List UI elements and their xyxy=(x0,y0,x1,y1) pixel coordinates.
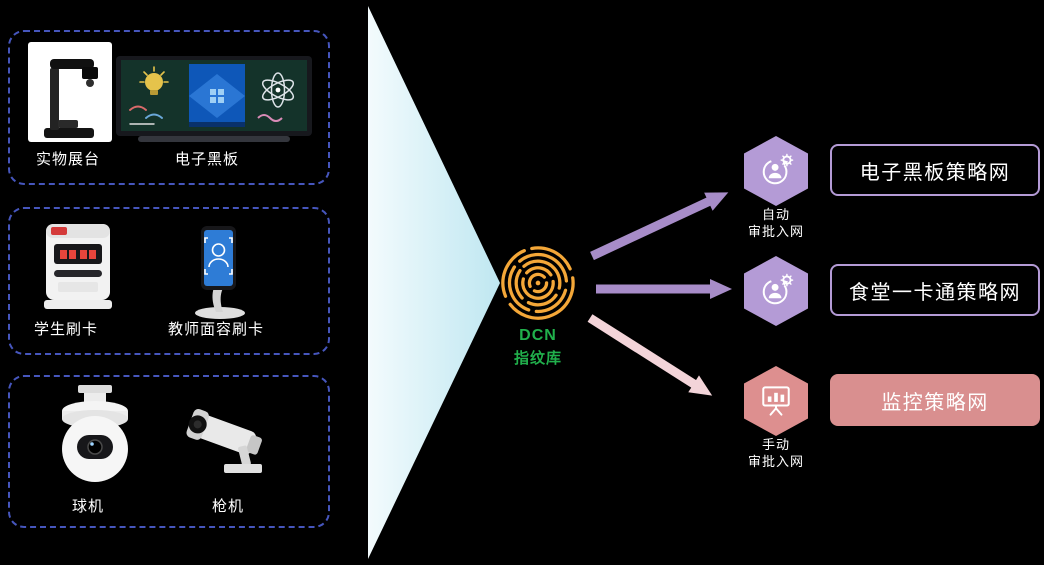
document-camera-image xyxy=(28,42,112,142)
automation-process-icon xyxy=(762,153,794,185)
face-recognition-stand-image xyxy=(180,224,256,320)
bullet-camera-image xyxy=(184,400,278,486)
node-manual-approval xyxy=(744,366,808,436)
caption-manual-approval: 手动 审批入网 xyxy=(721,436,831,470)
fingerprint-hub xyxy=(499,244,577,322)
caption-line-2: 审批入网 xyxy=(747,224,804,239)
target-label: 监控策略网 xyxy=(881,391,989,414)
fingerprint-icon xyxy=(501,246,575,320)
hub-title: DCN xyxy=(519,327,557,344)
device-label-bullet-camera: 枪机 xyxy=(211,498,244,515)
smart-blackboard-image xyxy=(116,56,312,142)
arrow-to-monitoring-policy xyxy=(587,314,713,396)
caption-line-1: 自动 xyxy=(761,207,790,222)
arrow-to-blackboard-policy xyxy=(590,192,729,261)
device-group-card xyxy=(8,207,330,355)
hub-subtitle: 指纹库 xyxy=(513,350,562,367)
funnel-triangle xyxy=(368,6,500,559)
target-label: 食堂一卡通策略网 xyxy=(849,281,1021,304)
card-reader-icon xyxy=(44,224,112,309)
automation-process-icon xyxy=(762,273,794,305)
document-camera-icon xyxy=(44,59,98,138)
hub-label: DCN 指纹库 xyxy=(494,327,582,368)
dome-camera-icon xyxy=(62,385,128,482)
device-label-dome-camera: 球机 xyxy=(71,498,104,515)
smart-blackboard-icon xyxy=(116,56,312,142)
caption-auto-approval: 自动 审批入网 xyxy=(721,206,831,240)
node-auto-approval-2 xyxy=(744,256,808,326)
face-recognition-stand-icon xyxy=(195,226,245,319)
node-auto-approval-1 xyxy=(744,136,808,206)
card-reader-image xyxy=(38,222,118,312)
caption-line-1: 手动 xyxy=(761,437,790,452)
target-label: 电子黑板策略网 xyxy=(859,161,1011,184)
dome-camera-image xyxy=(50,383,140,489)
device-label-card-reader: 学生刷卡 xyxy=(33,321,98,338)
device-group-camera xyxy=(8,375,330,528)
device-group-display xyxy=(8,30,330,185)
device-label-document-camera: 实物展台 xyxy=(35,151,100,168)
monitoring-dashboard-icon xyxy=(762,386,790,416)
caption-line-2: 审批入网 xyxy=(747,454,804,469)
target-box-canteen-policy: 食堂一卡通策略网 xyxy=(830,264,1040,316)
target-box-blackboard-policy: 电子黑板策略网 xyxy=(830,144,1040,196)
device-label-smart-blackboard: 电子黑板 xyxy=(174,151,239,168)
device-label-face-recognition: 教师面容刷卡 xyxy=(167,321,264,338)
bullet-camera-icon xyxy=(186,409,262,473)
target-box-monitoring-policy: 监控策略网 xyxy=(830,374,1040,426)
